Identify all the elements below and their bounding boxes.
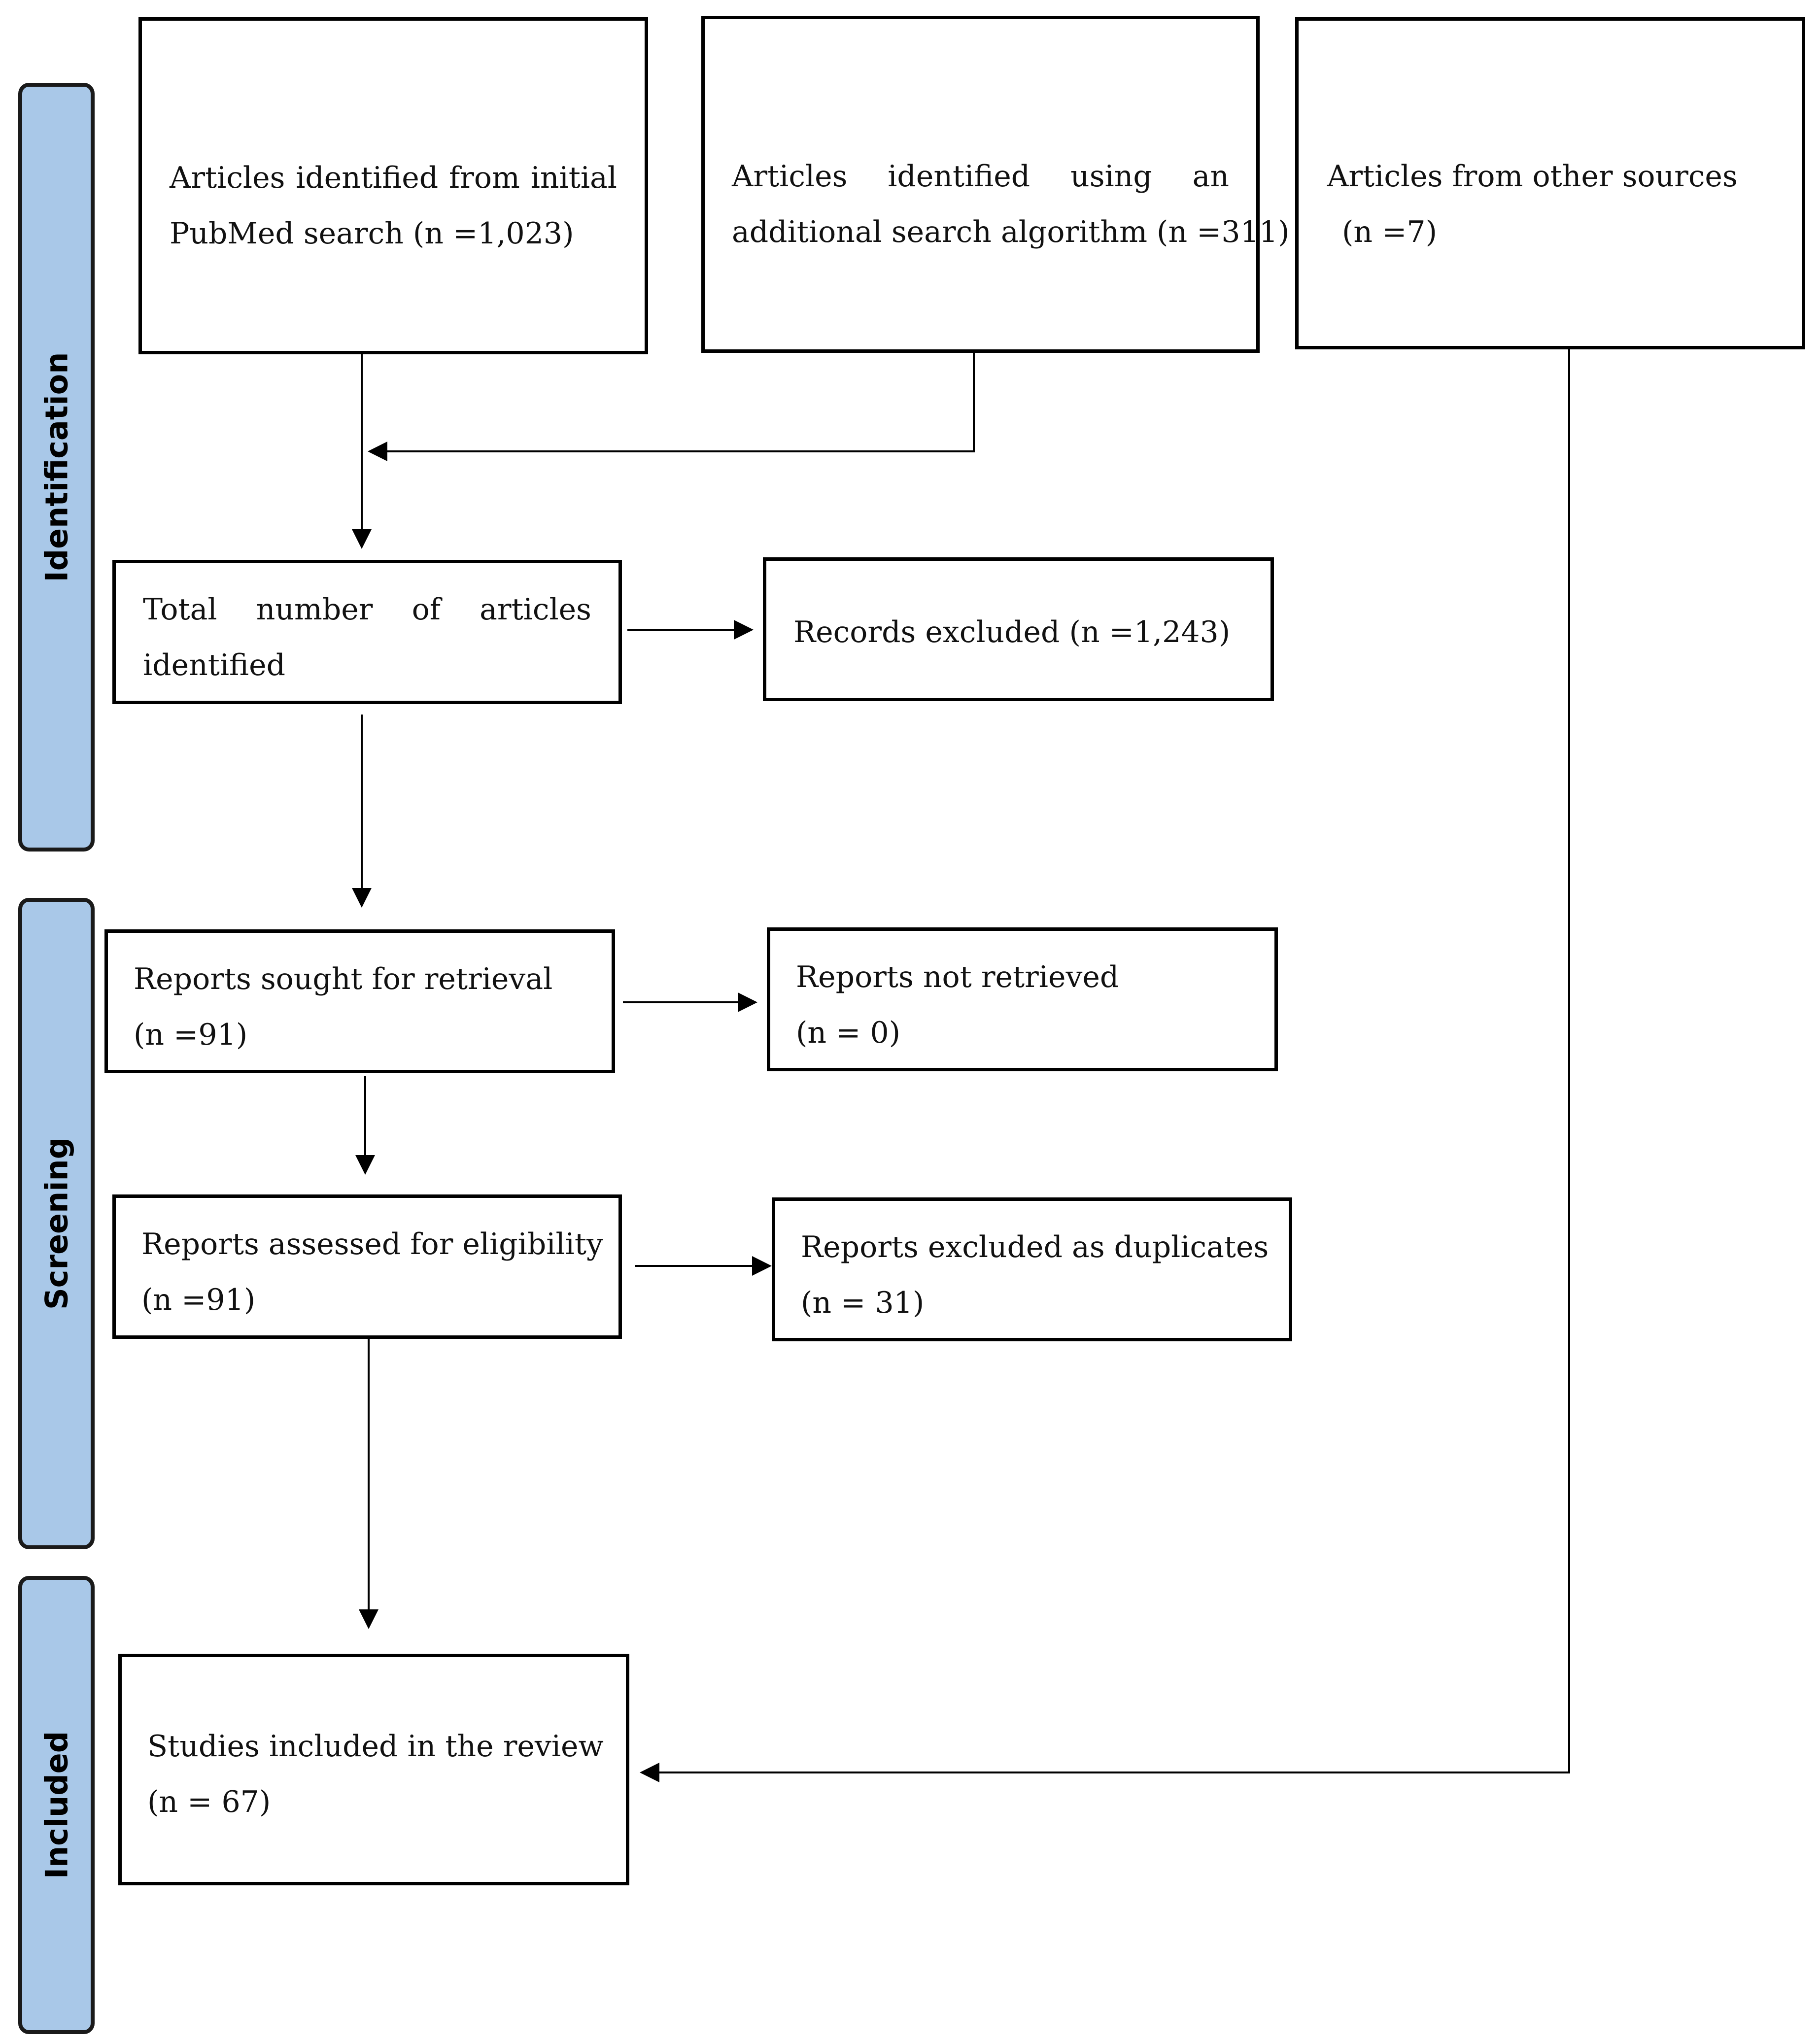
additional-word-4: an <box>1192 159 1229 194</box>
total-articles-box: Total number of articles identified <box>112 560 622 704</box>
pubmed-word-2: identified <box>296 161 439 195</box>
additional-word-1: Articles <box>732 159 848 194</box>
reports-assessed-box: Reports assessed for eligibility (n =91) <box>112 1194 622 1339</box>
included-phase-band: Included <box>18 1576 95 2034</box>
total-articles-line1: Total number of articles <box>143 582 591 638</box>
arrow-other-sources-to-included <box>640 348 1570 1782</box>
reports-duplicates-box: Reports excluded as duplicates (n = 31) <box>772 1197 1292 1341</box>
pubmed-search-line1: Articles identified from initial <box>170 150 617 206</box>
additional-search-box: Articles identified using an additional … <box>701 16 1290 353</box>
other-sources-box: Articles from other sources (n =7) <box>1295 17 1805 349</box>
reports-not-retrieved-line1: Reports not retrieved <box>796 960 1119 994</box>
total-word-1: Total <box>143 592 217 627</box>
reports-duplicates-line1: Reports excluded as duplicates <box>801 1230 1269 1264</box>
pubmed-word-1: Articles <box>170 161 285 195</box>
studies-included-box: Studies included in the review (n = 67) <box>118 1654 629 1885</box>
reports-not-retrieved-line2: (n = 0) <box>796 1016 901 1050</box>
reports-sought-line2: (n =91) <box>134 1018 248 1052</box>
reports-sought-line1: Reports sought for retrieval <box>134 962 553 996</box>
other-sources-line1: Articles from other sources <box>1327 159 1738 194</box>
additional-search-line1: Articles identified using an <box>732 149 1229 204</box>
other-sources-line2: (n =7) <box>1342 215 1437 249</box>
total-articles-line2: identified <box>143 648 285 682</box>
reports-not-retrieved-box: Reports not retrieved (n = 0) <box>767 927 1278 1071</box>
additional-word-3: using <box>1070 159 1152 194</box>
pubmed-word-4: initial <box>530 161 617 195</box>
reports-sought-box: Reports sought for retrieval (n =91) <box>104 929 615 1073</box>
records-excluded-line1: Records excluded (n =1,243) <box>793 615 1231 649</box>
identification-phase-band: Identification <box>18 83 95 852</box>
total-word-3: of <box>412 592 441 627</box>
pubmed-search-box: Articles identified from initial PubMed … <box>138 17 648 354</box>
total-word-4: articles <box>480 592 591 627</box>
studies-included-line1: Studies included in the review <box>147 1729 604 1764</box>
reports-assessed-line1: Reports assessed for eligibility <box>141 1227 603 1261</box>
additional-word-2: identified <box>888 159 1030 194</box>
records-excluded-box: Records excluded (n =1,243) <box>763 557 1274 701</box>
pubmed-word-3: from <box>448 161 520 195</box>
arrow-additional-to-main <box>368 351 975 461</box>
studies-included-line2: (n = 67) <box>147 1785 271 1819</box>
screening-phase-band: Screening <box>18 898 95 1549</box>
pubmed-search-line2: PubMed search (n =1,023) <box>170 216 574 251</box>
reports-duplicates-line2: (n = 31) <box>801 1286 925 1320</box>
additional-search-line2: additional search algorithm (n =311) <box>732 215 1290 249</box>
reports-assessed-line2: (n =91) <box>141 1283 256 1317</box>
total-word-2: number <box>256 592 373 627</box>
